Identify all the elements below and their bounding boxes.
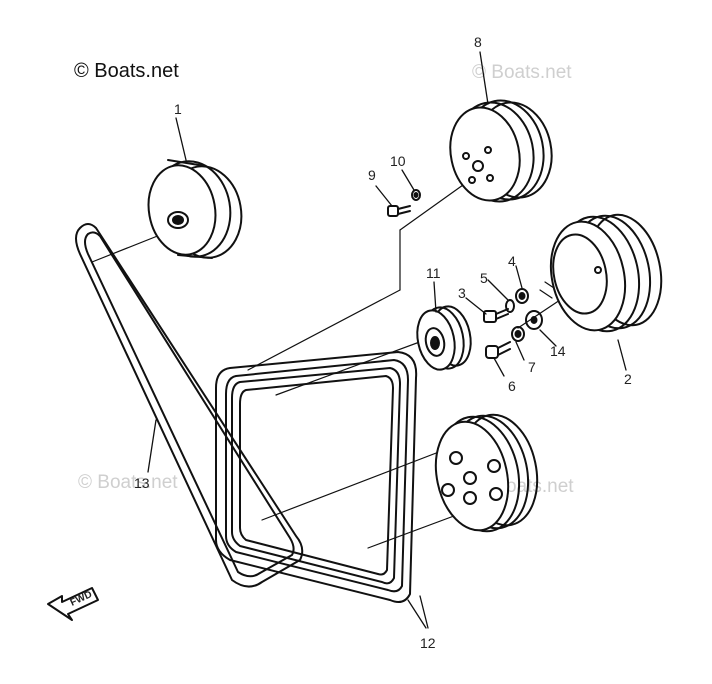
bolt-6 — [485, 341, 511, 359]
callout-2: 2 — [624, 371, 632, 387]
callout-14: 14 — [550, 343, 566, 359]
nut-4 — [515, 288, 529, 304]
belts-12 — [215, 351, 418, 603]
pulley-1 — [147, 159, 243, 259]
watermark-main: © Boats.net — [74, 60, 179, 82]
callout-7: 7 — [528, 359, 536, 375]
leader-lines — [147, 51, 627, 629]
pulley-8 — [449, 99, 553, 203]
callout-12: 12 — [420, 635, 436, 651]
callout-9: 9 — [368, 167, 376, 183]
pulley-2 — [549, 213, 663, 333]
watermark-faint: © Boats.net — [472, 62, 572, 83]
callout-13: 13 — [134, 475, 150, 491]
bolt-9 — [387, 205, 411, 217]
belt-13 — [75, 223, 304, 588]
fwd-label: FWD — [69, 589, 94, 609]
fwd-arrow-icon: FWD — [47, 587, 99, 621]
callout-11: 11 — [426, 265, 441, 281]
callout-4: 4 — [508, 253, 516, 269]
washer-14 — [525, 310, 543, 330]
callout-6: 6 — [508, 378, 516, 394]
callout-labels: 1 2 3 4 5 6 7 8 9 10 11 12 13 14 — [134, 34, 632, 651]
pulley-crank — [434, 413, 539, 533]
nut-7 — [511, 326, 525, 342]
callout-3: 3 — [458, 285, 466, 301]
callout-5: 5 — [480, 270, 488, 286]
callout-1: 1 — [174, 101, 182, 117]
washer-5 — [505, 299, 515, 313]
bolt-3 — [483, 308, 509, 323]
callout-8: 8 — [474, 34, 482, 50]
washer-10 — [411, 189, 421, 201]
callout-10: 10 — [390, 153, 406, 169]
idler-11 — [416, 305, 472, 371]
watermark-faint: © Boats.net — [78, 472, 178, 493]
